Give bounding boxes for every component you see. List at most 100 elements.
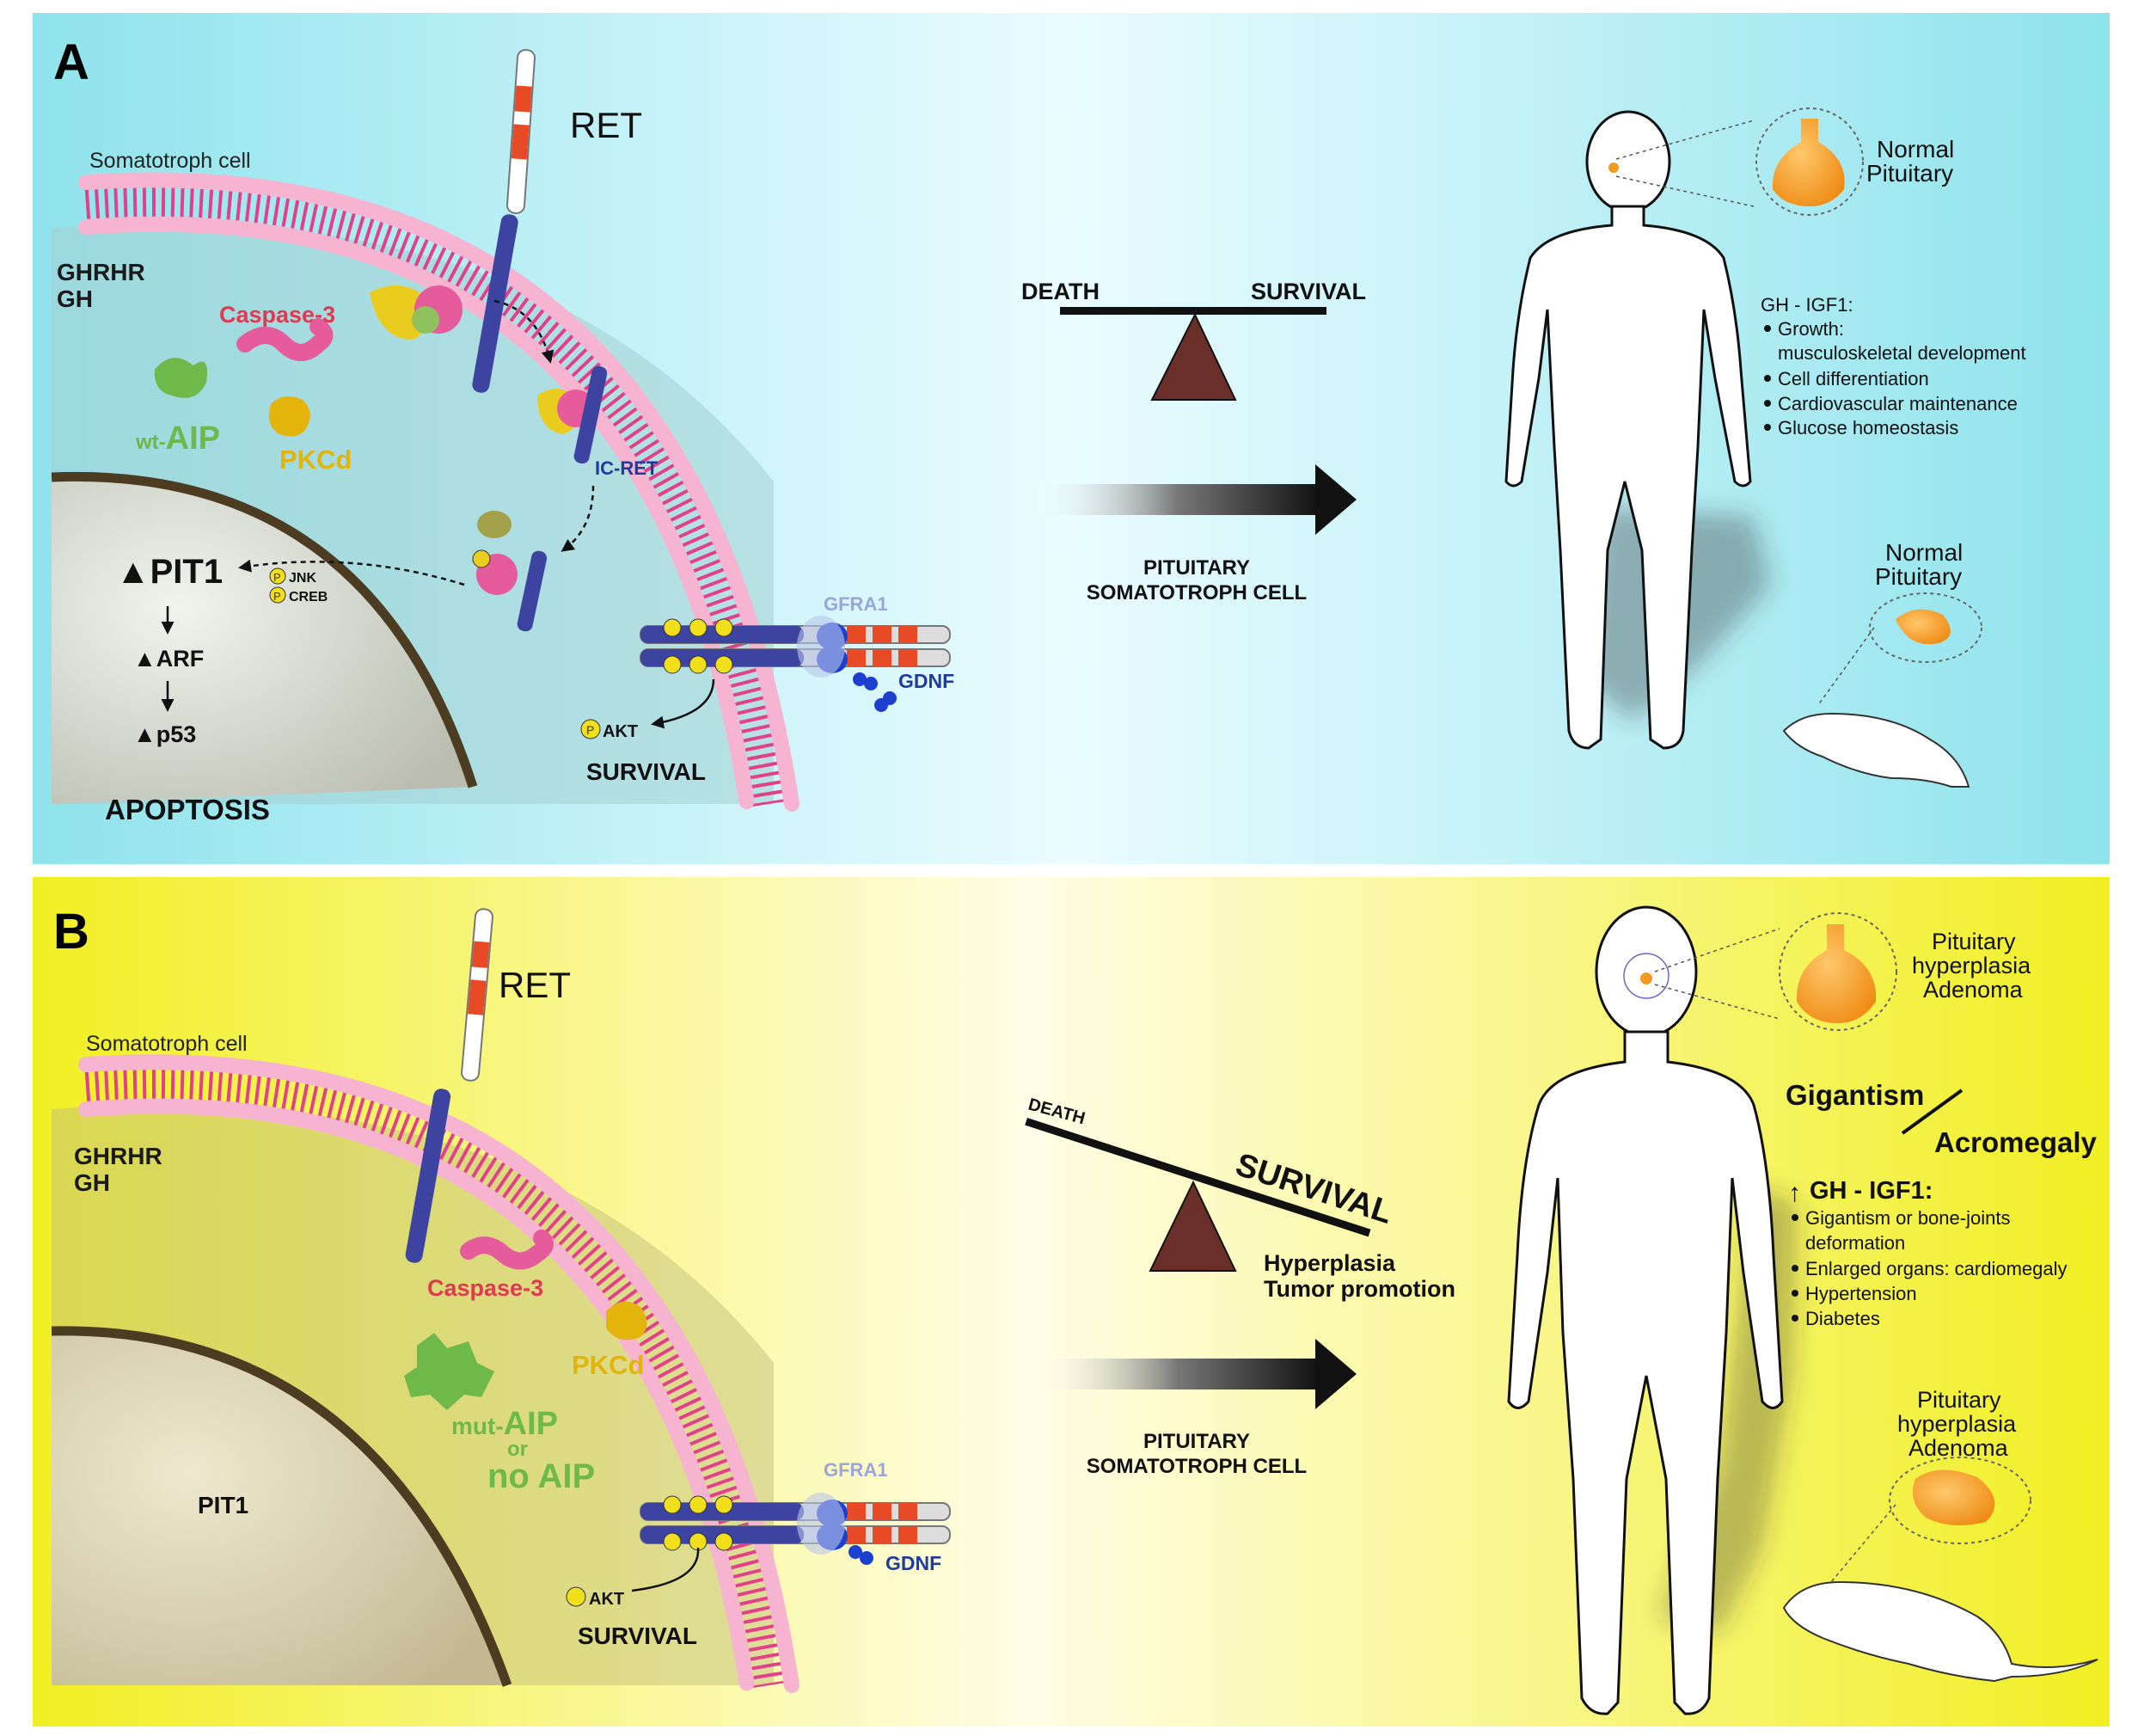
gdnf-ligand [849, 1545, 873, 1565]
ret-complex-membrane [370, 285, 463, 340]
pit1-arrow [238, 559, 465, 586]
effects-list: Growth: musculoskeletal development Cell… [1764, 318, 2026, 439]
translocation-arrow [561, 485, 595, 552]
acromegaly-label: Acromegaly [1934, 1126, 2098, 1158]
phospho-site [689, 655, 708, 674]
gfra1-label: GFRA1 [824, 1459, 888, 1481]
mouse-pituitary-label-2: hyperplasia [1897, 1411, 2017, 1437]
phospho-site [714, 1532, 733, 1551]
zoom-line [1830, 1504, 1896, 1583]
mouse-pituitary-label-2: Pituitary [1875, 563, 1962, 590]
process-arrow-shaft [1036, 1359, 1320, 1389]
mutant-aip-protein [404, 1333, 494, 1410]
zoom-line [1615, 120, 1755, 160]
effect-item: deformation [1805, 1232, 1905, 1254]
zoom-line [1615, 175, 1755, 207]
phospho-site [714, 618, 733, 637]
cell-label: Somatotroph cell [89, 149, 251, 173]
phospho-site [689, 618, 708, 637]
balance-survival-label: SURVIVAL [1251, 279, 1366, 304]
pkc-label: PKCd [572, 1350, 644, 1380]
hyperplasia-pituitary-icon [1796, 924, 1877, 1023]
process-arrow-shaft [1036, 484, 1320, 515]
effect-item: Enlarged organs: cardiomegaly [1805, 1258, 2068, 1279]
akt-label: AKT [603, 722, 638, 741]
mouse-pituitary-icon [1912, 1469, 1995, 1525]
nucleus [52, 476, 473, 804]
effect-item: musculoskeletal development [1778, 342, 2026, 364]
process-arrow-head [1315, 1339, 1357, 1409]
effect-item: Cell differentiation [1778, 368, 1929, 390]
ic-ret-label: IC-RET [595, 457, 659, 479]
jnk-label: JNK [289, 571, 316, 586]
process-arrow-head [1315, 464, 1357, 535]
ret-receptor [472, 49, 536, 393]
effects-title: GH - IGF1: [1810, 1177, 1933, 1205]
panel-b-letter: B [53, 904, 89, 960]
arrow-label-line1: PITUITARY [1143, 556, 1250, 580]
akt-link [631, 1547, 700, 1592]
phospho-jnk-badge [269, 567, 286, 585]
or-label: or [507, 1438, 528, 1461]
human-figure [1504, 110, 1752, 750]
effect-item: Gigantism or bone-joints [1805, 1207, 2010, 1229]
gh-label: GH [74, 1169, 110, 1196]
arf-label: ▲ARF [133, 646, 204, 672]
mouse-pituitary-icon [1896, 609, 1951, 645]
mouse-pituitary-label-3: Adenoma [1908, 1435, 2009, 1461]
apoptosis-label: APOPTOSIS [105, 794, 270, 825]
mouse-pituitary-zoom-circle [1889, 1457, 2031, 1544]
mouse-figure [1782, 712, 1970, 788]
zoom-line [1654, 984, 1780, 1020]
akt-phospho-badge [566, 1586, 586, 1607]
human-figure [1507, 905, 1784, 1715]
aip-label: mut-AIP [451, 1406, 558, 1442]
pit1-label: PIT1 [198, 1492, 248, 1518]
aip-label: wt-AIP [135, 420, 220, 457]
outcome-tumor-promotion: Tumor promotion [1264, 1276, 1455, 1302]
nuclear-envelope [51, 471, 478, 788]
akt-phospho-p: P [586, 723, 594, 737]
panel-a-letter: A [53, 34, 89, 90]
phospho-jnk-p: P [273, 571, 281, 584]
caspase-3-protein [460, 1230, 554, 1270]
ghrhr-label: GHRHR [74, 1143, 162, 1169]
gdnf-ligand [853, 672, 897, 712]
gdnf-label: GDNF [885, 1552, 941, 1574]
human-pituitary-label-1: Pituitary [1932, 929, 2016, 954]
phospho-site [663, 1532, 682, 1551]
phospho-site [714, 1495, 733, 1514]
no-aip-label: no AIP [487, 1457, 595, 1495]
cleavage-arrow [493, 299, 554, 364]
human-pituitary-label-1: Normal [1877, 136, 1954, 163]
balance-beam [1025, 1118, 1371, 1237]
nuclear-envelope [51, 1326, 512, 1687]
phospho-creb-p: P [273, 590, 281, 603]
panel-a: A RET Somatotroph cell GHRHR GH Caspase-… [33, 13, 2110, 864]
gh-label: GH [57, 285, 93, 312]
creb-label: CREB [289, 590, 328, 604]
effect-item: Glucose homeostasis [1778, 417, 1958, 439]
human-pituitary-label-2: Pituitary [1866, 160, 1953, 187]
effects-list: Gigantism or bone-joints deformation Enl… [1792, 1207, 2068, 1329]
nucleus [52, 1330, 507, 1685]
caspase-3-protein [236, 318, 334, 361]
ghrhr-label: GHRHR [57, 259, 145, 285]
panel-b: B RET Somatotroph cell GHRHR GH Caspase-… [33, 877, 2110, 1727]
ret-label: RET [570, 105, 642, 145]
zoom-line [1654, 928, 1780, 972]
balance-fulcrum [1149, 1180, 1237, 1272]
effect-item: Diabetes [1805, 1308, 1880, 1329]
balance-beam [1060, 307, 1326, 315]
up-arrow-icon: ↑ [1788, 1179, 1801, 1207]
pituitary-zoom-circle [1779, 912, 1897, 1031]
akt-arrow [651, 678, 715, 729]
balance-death-label: DEATH [1021, 279, 1100, 304]
phospho-site [689, 1495, 708, 1514]
pkc-label: PKCd [279, 445, 352, 475]
gdnf-label: GDNF [898, 670, 954, 692]
normal-pituitary-icon [1772, 119, 1845, 206]
phospho-creb-badge [269, 586, 286, 604]
effect-item: Hypertension [1805, 1283, 1917, 1304]
